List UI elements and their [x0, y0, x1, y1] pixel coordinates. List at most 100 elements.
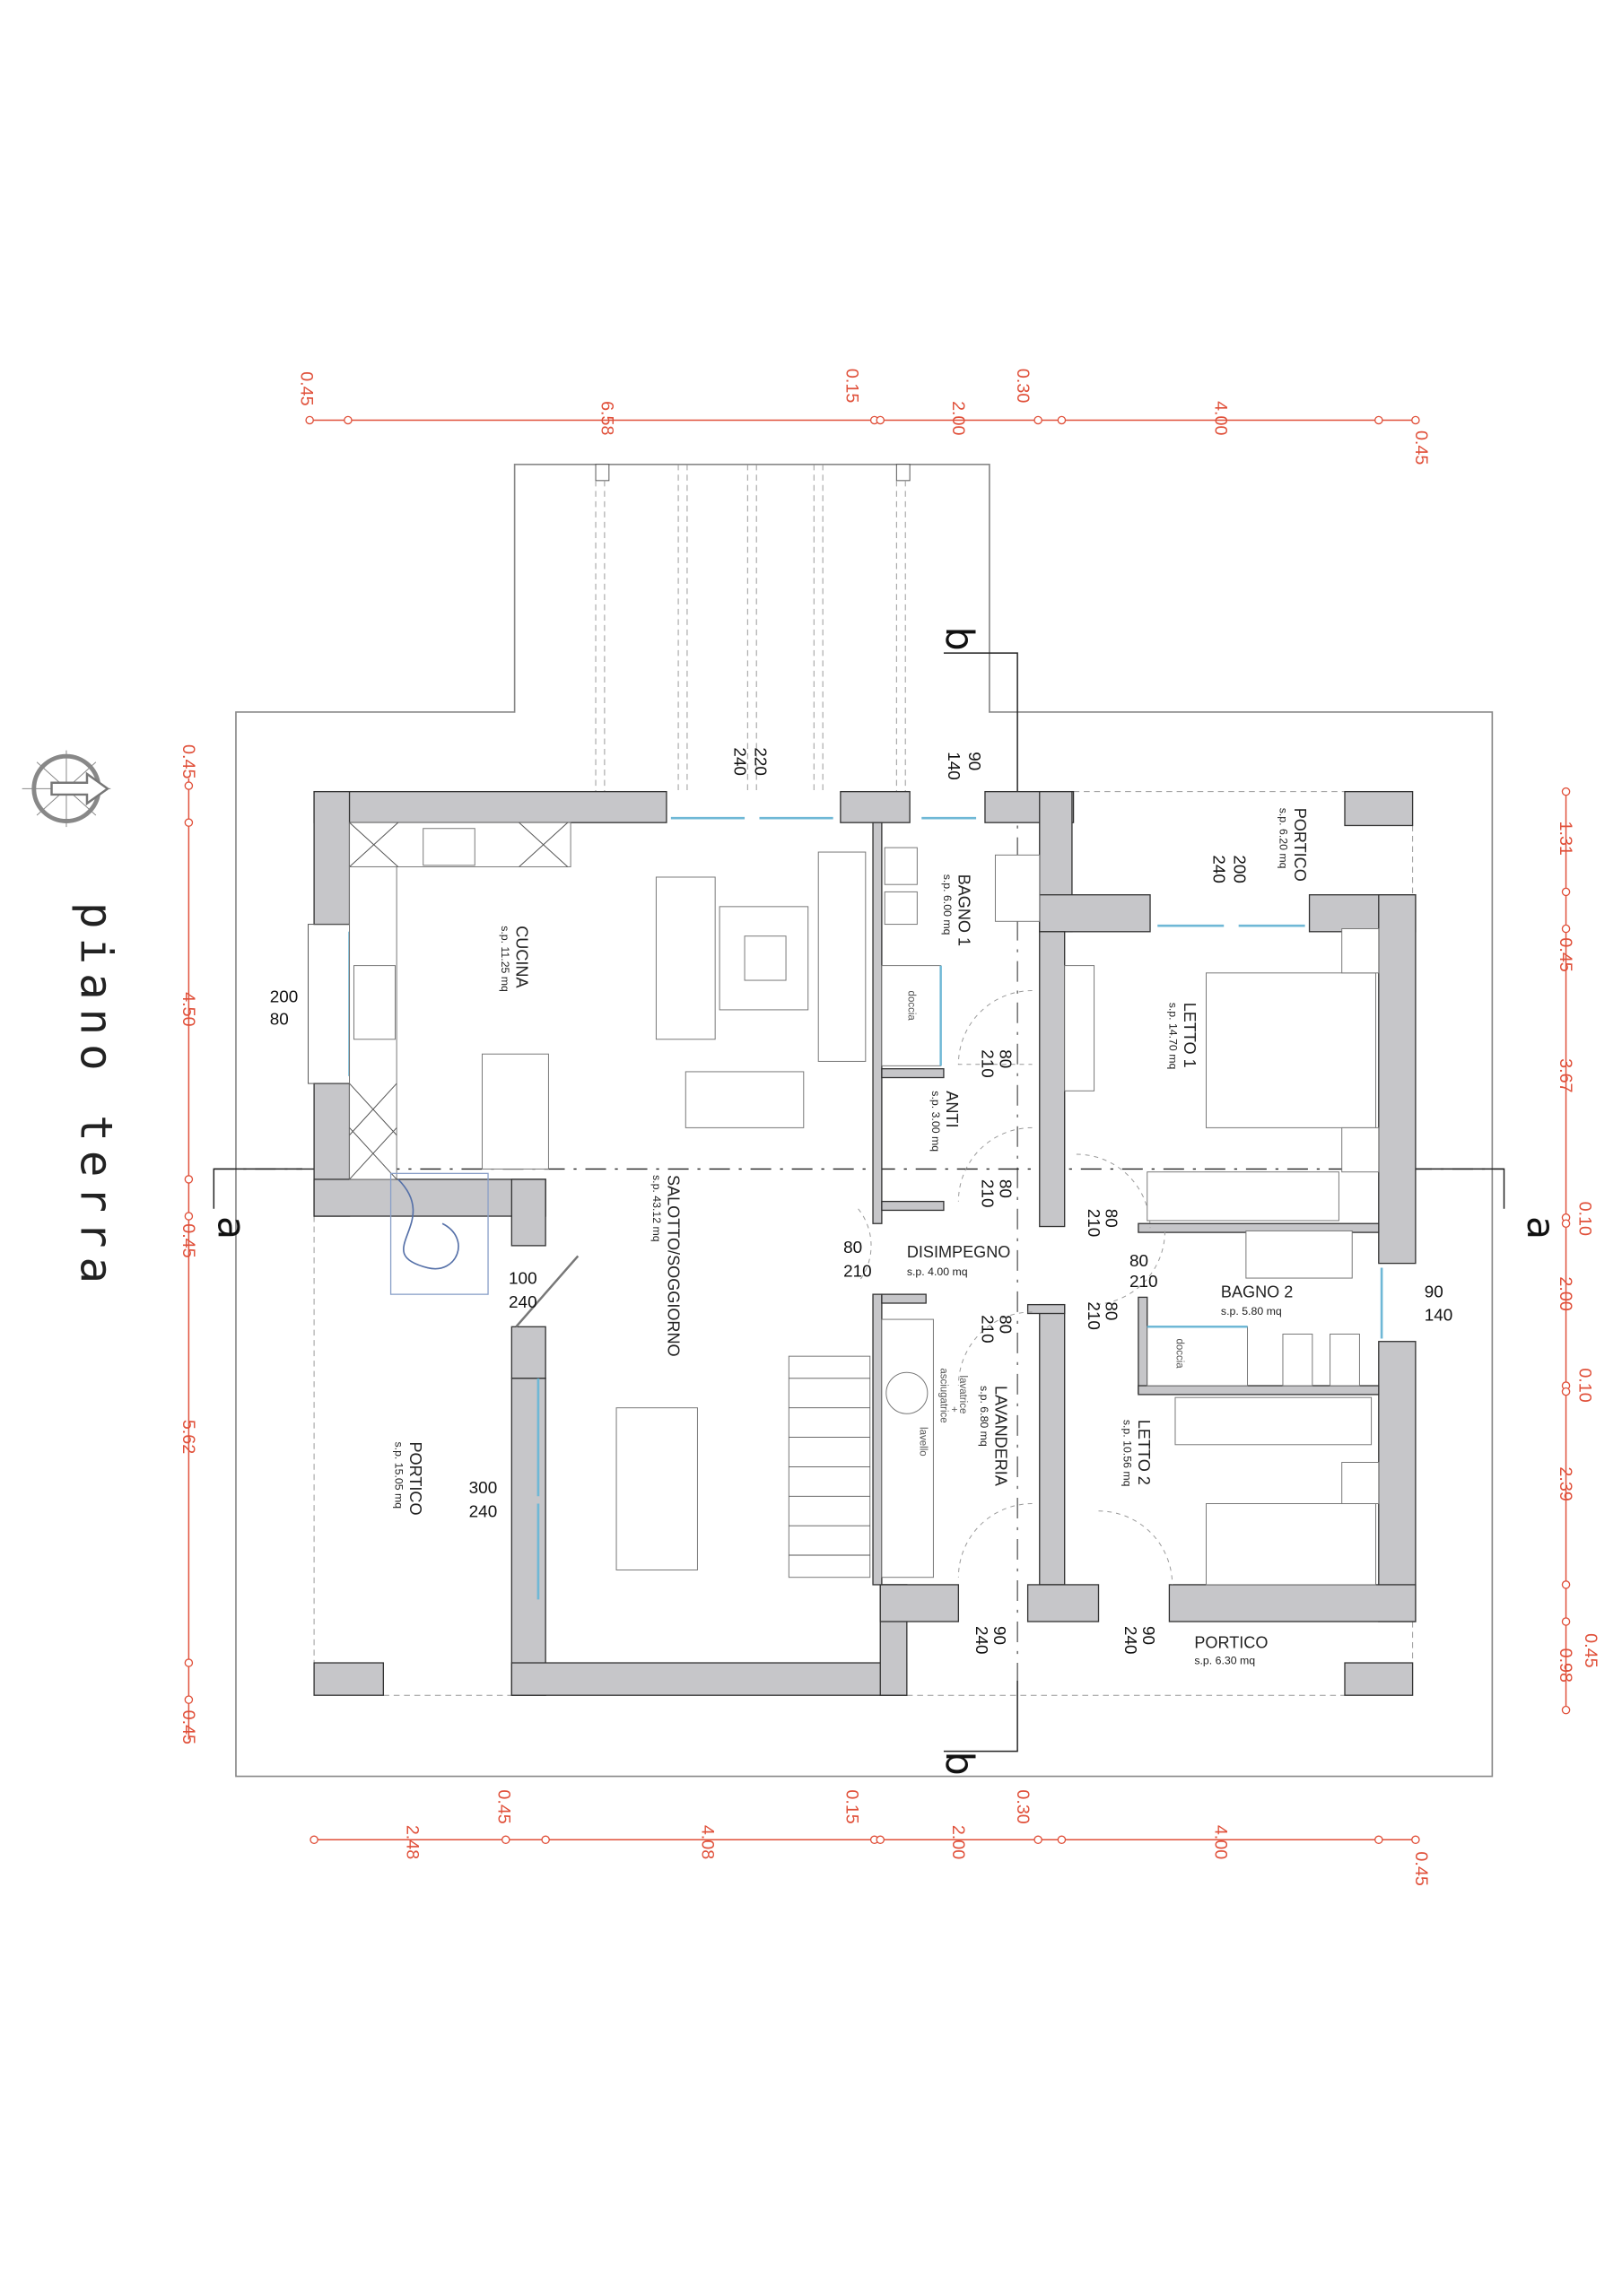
room-name: ANTI [943, 1091, 961, 1127]
dimension-label: 210 [978, 1179, 997, 1208]
dimension-label: 210 [978, 1049, 997, 1078]
fixture-label: doccia [905, 991, 916, 1022]
room-area: s.p. 11.25 mq [499, 926, 511, 992]
room-area: s.p. 15.05 mq [392, 1441, 405, 1509]
dimension-label: 80 [995, 1179, 1014, 1198]
fixture-label: lavatrice [957, 1376, 968, 1414]
section-b-bottom-label: b [937, 1752, 981, 1776]
dimension-label: 0.98 [1556, 1648, 1575, 1683]
dimension-label: 80 [843, 1239, 862, 1257]
room-area: s.p. 6.00 mq [941, 874, 954, 935]
dimension-label: 100 [509, 1270, 537, 1289]
fixture-label: doccia [1174, 1338, 1185, 1369]
room-name: SALOTTO/SOGGIORNO [665, 1175, 683, 1357]
dimension-label: 0.45 [179, 1710, 198, 1744]
room-name: BAGNO 1 [955, 874, 972, 946]
room-area: s.p. 14.70 mq [1166, 1003, 1179, 1070]
dimension-label: 90 [990, 1626, 1008, 1645]
dimension-label: 210 [843, 1262, 872, 1281]
dimension-label: 200 [270, 988, 299, 1007]
dimension-label: 240 [730, 747, 749, 776]
fixture-label: lavello [918, 1427, 929, 1457]
pillar [595, 464, 610, 482]
dimension-label: 80 [270, 1010, 289, 1029]
dimension-chain-top: 0.45 6.58 0.15 2.00 0.30 4.00 0.45 [296, 369, 1431, 465]
dimension-label: 0.15 [842, 369, 861, 403]
dimension-label: 0.15 [842, 1789, 861, 1823]
dimension-label: 5.62 [179, 1420, 198, 1454]
dimension-label: 220 [751, 747, 770, 776]
room-name: LAVANDERIA [991, 1386, 1009, 1487]
room-name: PORTICO [1291, 808, 1309, 882]
dimension-label: 2.48 [403, 1825, 423, 1859]
dimension-label: 0.10 [1574, 1368, 1594, 1402]
dimension-label: 80 [995, 1049, 1014, 1068]
dimension-chain-left: 0.45 4.50 0.45 5.62 0.45 [179, 744, 198, 1744]
dimension-chain-bottom: 2.48 0.45 4.08 0.15 2.00 0.30 4.00 0.45 [310, 1789, 1431, 1886]
dimension-label: 210 [1084, 1209, 1103, 1238]
dimension-label: 0.45 [1556, 937, 1575, 971]
dimension-label: 300 [469, 1479, 498, 1498]
dimension-label: 90 [1425, 1283, 1443, 1301]
room-name: PORTICO [406, 1441, 424, 1515]
section-line-b [943, 652, 1018, 1752]
dimension-label: 240 [1209, 855, 1228, 883]
room-area: s.p. 3.00 mq [929, 1091, 942, 1152]
signature-stamp [389, 1172, 489, 1295]
pillar [895, 464, 911, 482]
plan-title: piano terra [70, 902, 122, 1292]
room-name: DISIMPEGNO [907, 1243, 1011, 1261]
dimension-label: 2.39 [1556, 1466, 1575, 1500]
compass-icon [22, 750, 111, 828]
dimension-label: 90 [1138, 1626, 1157, 1645]
room-area: s.p. 6.20 mq [1278, 808, 1290, 869]
room-area: s.p. 6.30 mq [1194, 1655, 1255, 1667]
dimension-label: 4.00 [1210, 401, 1230, 435]
dimension-label: 240 [1121, 1626, 1139, 1655]
dimension-label: 0.45 [1411, 430, 1431, 465]
dimension-label: 0.10 [1574, 1202, 1594, 1236]
dimension-label: 4.00 [1210, 1825, 1230, 1859]
dimension-label: 240 [509, 1293, 537, 1312]
room-area: s.p. 5.80 mq [1221, 1305, 1282, 1318]
pergola-beams [313, 464, 1414, 1696]
dimension-label: 2.00 [1556, 1276, 1575, 1310]
dimension-label: 140 [944, 752, 963, 780]
room-name: LETTO 2 [1135, 1420, 1153, 1485]
room-name: PORTICO [1194, 1634, 1268, 1652]
dimension-chain-right: 1.31 0.45 3.67 0.10 2.00 0.10 2.39 0.45 … [1556, 787, 1600, 1715]
dimension-label: 80 [1102, 1209, 1121, 1228]
room-name: LETTO 1 [1181, 1003, 1199, 1068]
dimension-label: 6.58 [597, 401, 617, 435]
fixture-label: asciugatrice [938, 1368, 949, 1422]
dimension-label: 2.00 [948, 401, 968, 435]
dimension-label: 0.45 [296, 371, 316, 405]
section-a-right-label: a [1518, 1216, 1563, 1239]
section-b-top-label: b [937, 627, 981, 651]
dimension-label: 240 [972, 1626, 990, 1655]
dimension-label: 240 [469, 1502, 498, 1521]
dimension-label: 0.45 [1581, 1633, 1600, 1667]
dimension-label: 80 [1129, 1252, 1148, 1271]
dimension-label: 0.45 [494, 1789, 514, 1823]
room-area: s.p. 43.12 mq [650, 1175, 663, 1242]
dimension-label: 3.67 [1556, 1058, 1575, 1092]
room-area: s.p. 4.00 mq [907, 1265, 968, 1278]
dimension-label: 90 [964, 752, 983, 770]
room-area: s.p. 6.80 mq [978, 1386, 990, 1447]
furniture [349, 822, 1380, 1586]
room-name: CUCINA [512, 926, 530, 988]
dimension-label: 0.45 [179, 1223, 198, 1257]
site-outline [235, 463, 1494, 1778]
fixture-label: + [948, 1406, 959, 1413]
dimension-label: 0.45 [1411, 1851, 1431, 1885]
dimension-label: 210 [978, 1315, 997, 1344]
section-line-a [213, 1168, 1505, 1209]
room-area: s.p. 10.56 mq [1121, 1420, 1133, 1487]
dimension-label: 0.45 [179, 744, 198, 778]
dimension-label: 1.31 [1556, 822, 1575, 856]
dimension-label: 80 [1102, 1301, 1121, 1320]
dimension-label: 0.30 [1013, 1789, 1033, 1823]
